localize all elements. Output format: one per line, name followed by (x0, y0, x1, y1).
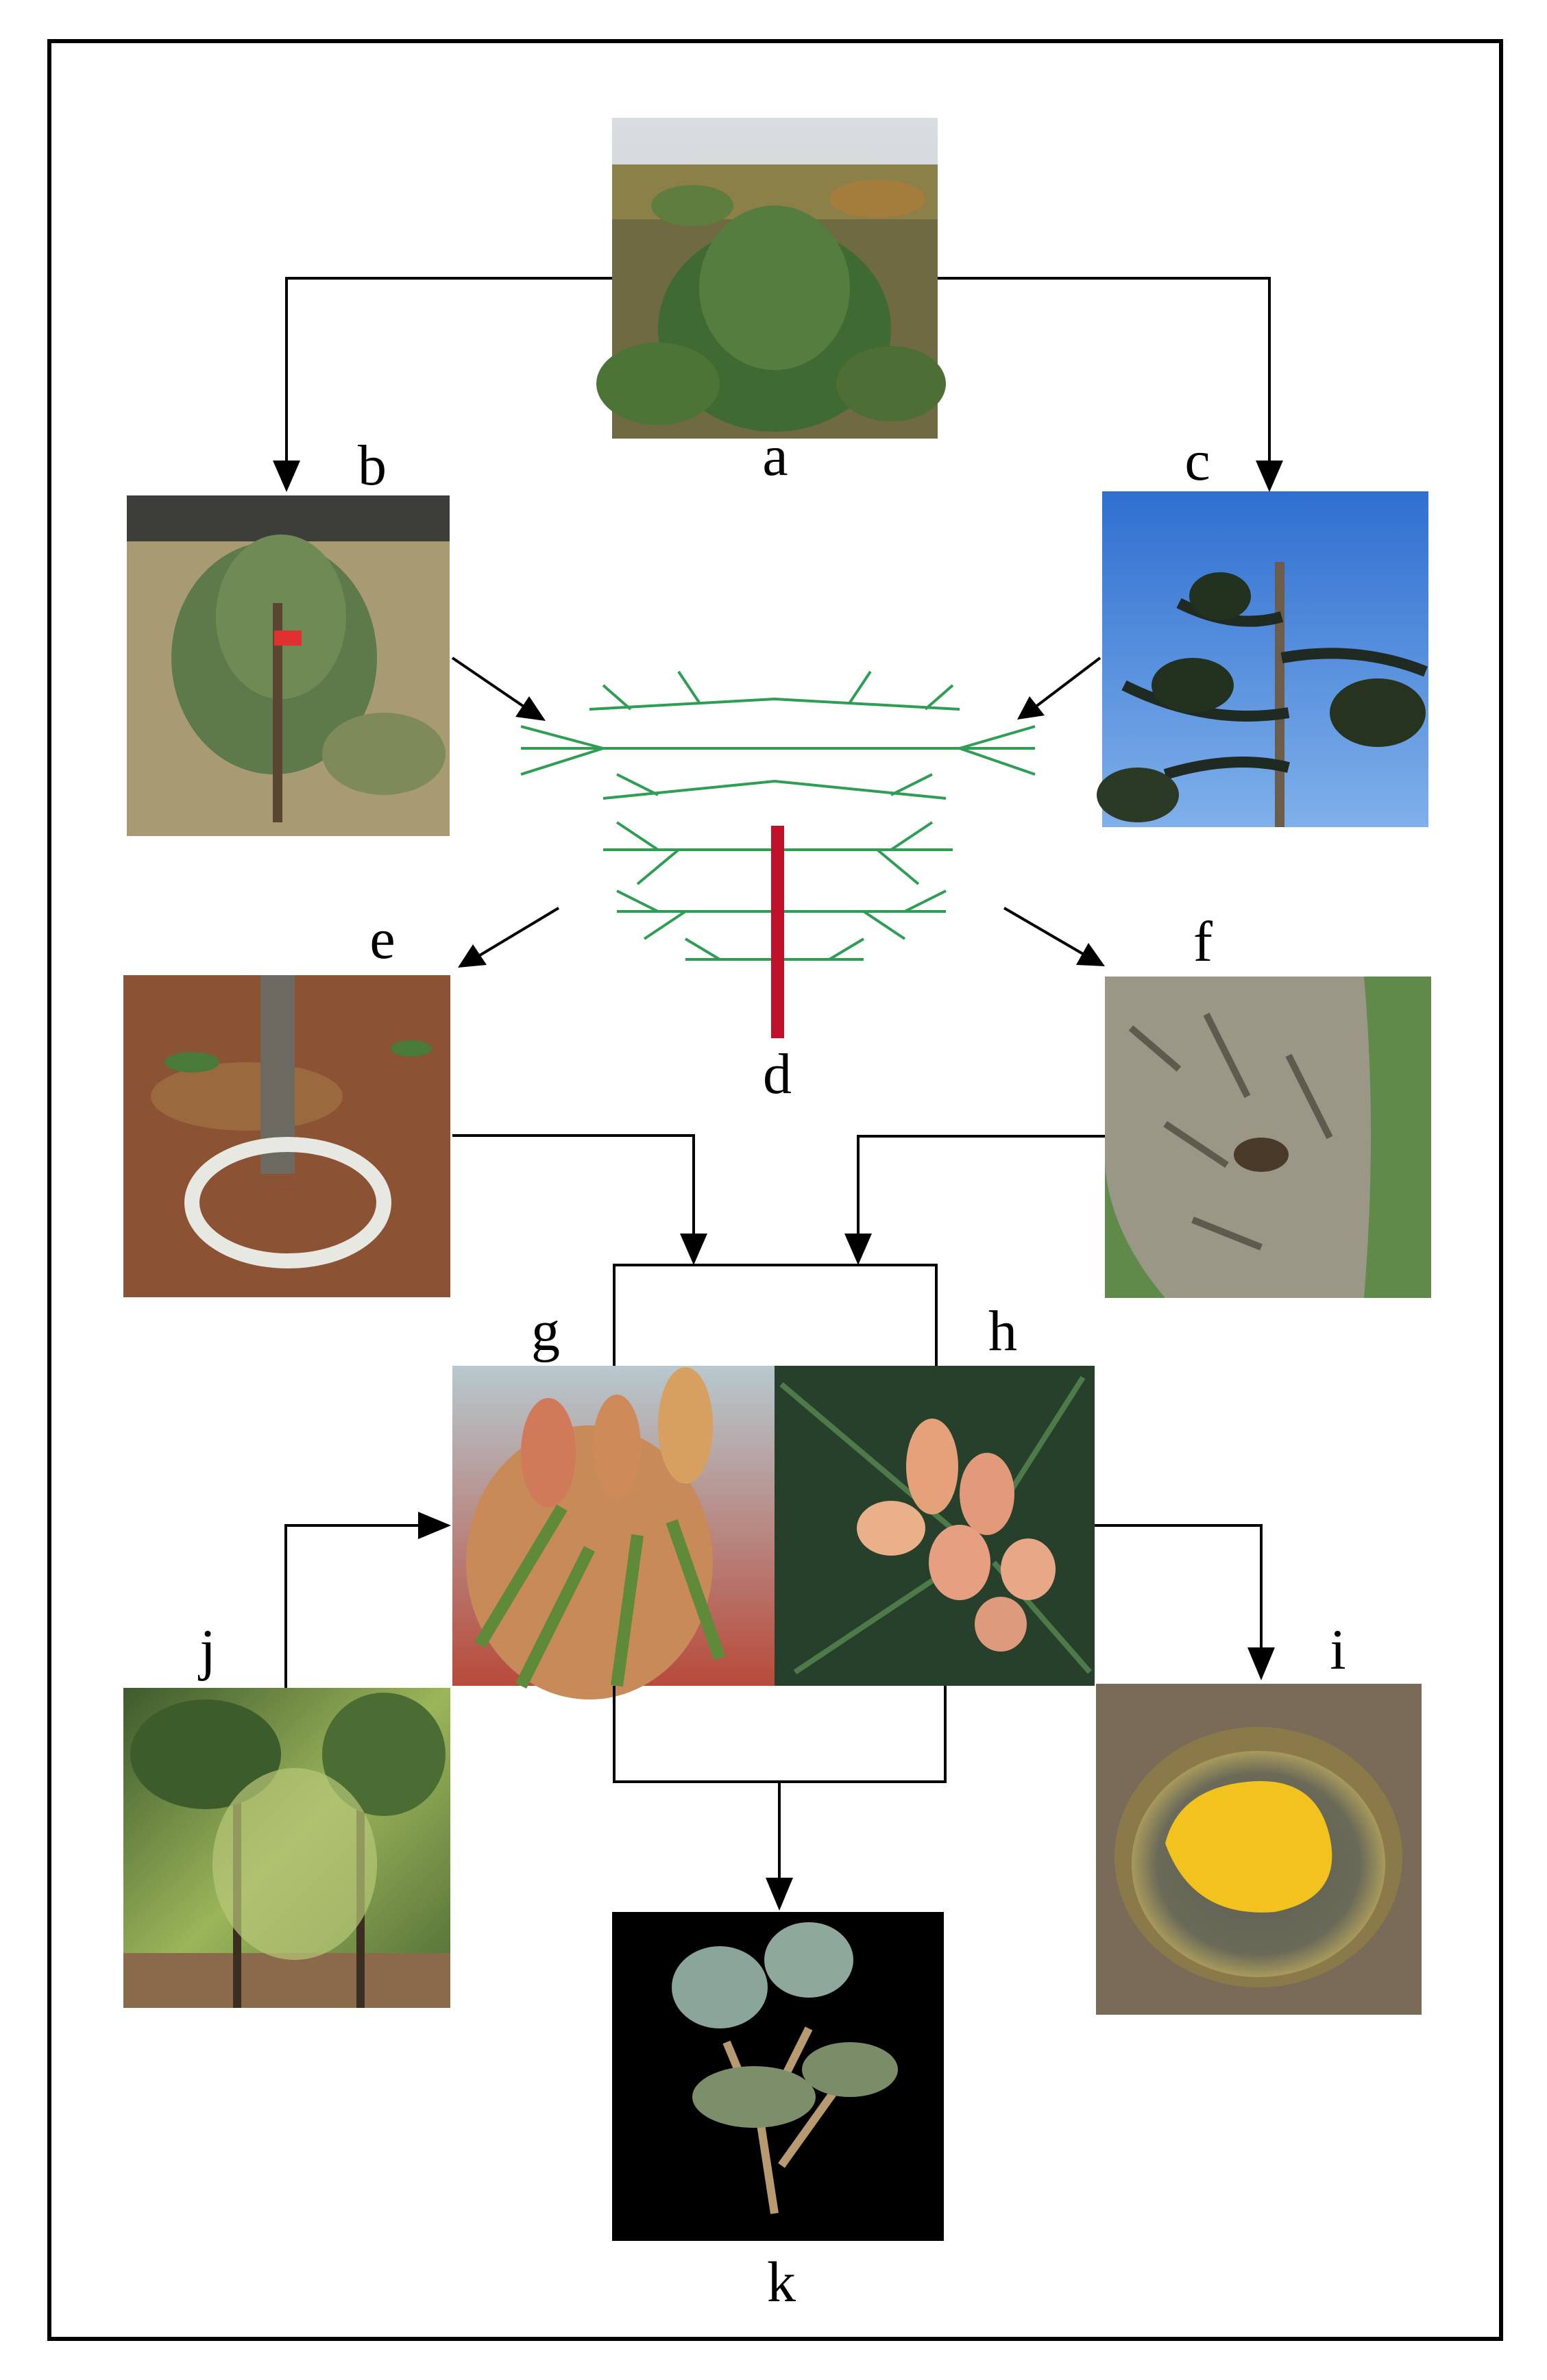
label-k: k (767, 2250, 796, 2314)
label-a: a (762, 424, 788, 488)
label-h: h (988, 1299, 1017, 1363)
label-e: e (369, 907, 395, 971)
connector-a-to-c (938, 277, 1283, 492)
connector-d-to-f (1003, 907, 1105, 966)
photo-f-bark (1105, 977, 1431, 1298)
photo-h-male-cones (775, 1366, 1095, 1686)
connector-b-to-d (451, 657, 546, 721)
photo-k-cone-branch (612, 1912, 944, 2241)
label-b: b (358, 434, 387, 498)
connector-d-to-e (458, 907, 560, 968)
photo-e-trunk-ring (123, 975, 450, 1297)
label-d: d (763, 1042, 792, 1106)
connector-e-to-gh (452, 1134, 707, 1265)
photo-b-young-pine (127, 495, 450, 836)
photo-j-forest (123, 1688, 450, 2008)
label-c: c (1184, 429, 1210, 493)
label-i: i (1330, 1618, 1345, 1682)
connector-a-to-b (273, 277, 612, 492)
photo-c-branches-sky (1097, 491, 1428, 827)
bracket-g-h-top (613, 1264, 938, 1366)
photo-g-female-cones (452, 1366, 775, 1700)
photo-i-pollen-dish (1096, 1684, 1422, 2015)
connector-h-to-i (1095, 1524, 1275, 1680)
connector-f-to-gh (844, 1135, 1105, 1265)
connector-gh-to-k (613, 1686, 947, 1911)
schematic-d-trunk (771, 826, 784, 1038)
label-j: j (197, 1618, 215, 1682)
photo-a-pine-plantation (596, 118, 946, 439)
label-f: f (1193, 910, 1213, 974)
connector-c-to-d (1017, 657, 1101, 720)
figure-border (47, 39, 1503, 2341)
label-g: g (531, 1299, 560, 1363)
connector-j-to-g (284, 1512, 451, 1688)
